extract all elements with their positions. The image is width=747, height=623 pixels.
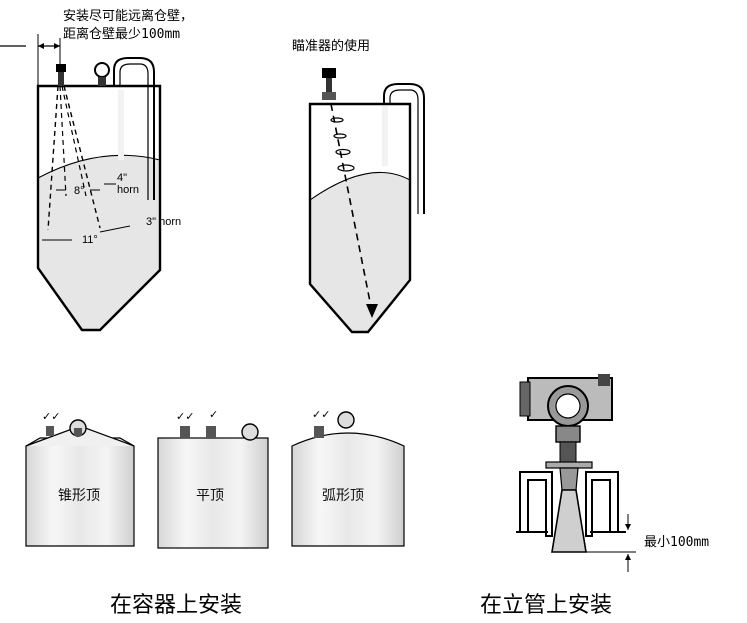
silo-body (291, 432, 405, 547)
gauge-icon (337, 411, 355, 429)
radar-sensor-head (56, 64, 66, 72)
check-marks: ✓✓ (312, 409, 330, 421)
caption-pipe-mount: 在立管上安装 (480, 593, 612, 618)
aiming-ring (335, 148, 351, 156)
install-note-line1: 安装尽可能远离仓壁， (63, 8, 193, 24)
angle-8-label: 8° (74, 185, 85, 197)
tank-outline (36, 84, 162, 332)
transmitter-cap-left (519, 381, 531, 417)
standpipe-inner (389, 89, 419, 214)
aiming-ring (333, 133, 347, 139)
tank-material (38, 155, 160, 330)
install-note-line2: 距离仓壁最少100mm (63, 26, 180, 42)
check-marks: ✓ (209, 409, 218, 421)
aiming-sensor-neck (326, 78, 332, 92)
angle-11-label: 11° (82, 234, 98, 246)
standpipe-fog (118, 90, 124, 160)
sensor-icon (46, 426, 54, 436)
beam-line-outer-right (63, 85, 101, 229)
arc-roof-silo: ✓✓ 弧形顶 (291, 409, 405, 547)
aiming-sensor-head (322, 68, 336, 78)
mounting-flange (545, 461, 593, 469)
roof-label-arc: 弧形顶 (322, 488, 364, 504)
beam-line-outer-left (47, 85, 59, 231)
tank-material (310, 172, 410, 332)
gauge-dial-icon (94, 62, 110, 78)
roof-label-flat: 平顶 (196, 488, 224, 504)
cable-gland-icon (598, 374, 610, 386)
horn-4-label-bottom: horn (117, 184, 139, 196)
pipe-mount-detail: 最小100mm (516, 374, 709, 572)
aiming-arrow (366, 304, 378, 318)
standpipe-outer (113, 57, 155, 200)
beam-line-inner-right (61, 85, 87, 197)
flat-roof-silo: ✓✓ ✓ 平顶 (157, 409, 269, 549)
aiming-ring (330, 117, 344, 123)
cone-roof-silo: ✓✓ 锥形顶 (25, 411, 135, 547)
aiming-device-label: 瞄准器的使用 (292, 38, 370, 54)
check-marks: ✓✓ (176, 411, 194, 423)
angle-11-right-tick (99, 225, 131, 233)
gauge-icon (241, 423, 259, 441)
beam-line-inner-left (59, 85, 67, 197)
arrow-down-icon (625, 524, 631, 530)
tank-outline (308, 102, 412, 334)
sensor-icon (314, 426, 324, 438)
roof-label-cone: 锥形顶 (58, 488, 100, 504)
check-marks: ✓✓ (42, 411, 60, 423)
horn-antenna (551, 489, 587, 553)
horn-3-label: 3" horn (146, 216, 181, 228)
process-connection (559, 441, 577, 463)
sensor-icon (74, 428, 82, 436)
aiming-ring (337, 164, 355, 172)
sensor-icon (206, 426, 216, 438)
standpipe-inner (119, 63, 149, 200)
beam-angle-tank: 8° 4" horn 11° 3" horn (36, 57, 181, 332)
caption-vessel-mount: 在容器上安装 (110, 593, 242, 618)
gauge-stem (98, 77, 106, 86)
display-face (555, 393, 581, 419)
nozzle-wall-right (585, 471, 619, 537)
horn-4-label-top: 4" (117, 172, 127, 184)
transmitter-neck (555, 425, 581, 443)
min-distance-label: 最小100mm (644, 535, 709, 550)
distance-arrow-left (38, 43, 44, 49)
material-surface (309, 171, 411, 201)
arrow-up-icon (625, 554, 631, 560)
distance-arrow-right (54, 43, 60, 49)
aiming-device-tank: 瞄准器的使用 (292, 38, 425, 334)
install-distance-note: 安装尽可能远离仓壁， 距离仓壁最少100mm (0, 8, 193, 86)
horn-throat (559, 467, 579, 491)
aiming-flange (322, 92, 336, 100)
radar-sensor-neck (58, 72, 64, 86)
sensor-icon (180, 426, 190, 438)
standpipe-fog (382, 106, 388, 166)
standpipe-outer (383, 83, 425, 214)
nozzle-wall-left (519, 471, 553, 537)
